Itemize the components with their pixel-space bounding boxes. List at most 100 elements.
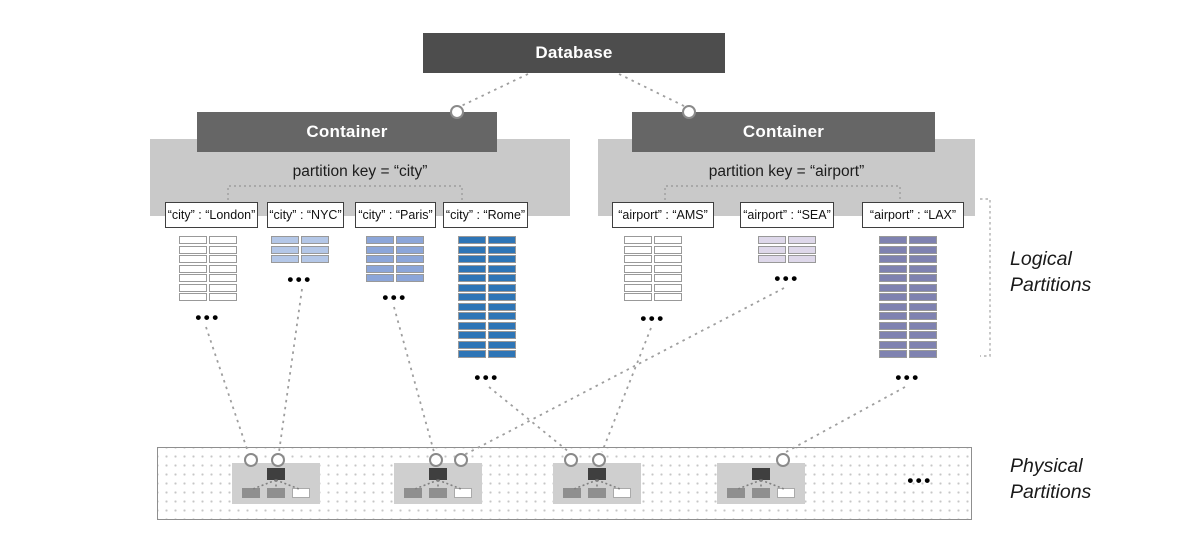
document-cell [458, 264, 486, 273]
document-cell [209, 264, 237, 273]
document-cell [654, 264, 682, 273]
physical-partition-cluster-3 [553, 463, 641, 504]
document-cell [879, 331, 907, 339]
physical-partition-cluster-2 [394, 463, 482, 504]
partition-label-paris: “city” : “Paris” [355, 202, 436, 228]
physical-partitions-label: Physical Partitions [1010, 455, 1092, 504]
logical-partitions-label: Logical Partitions [1010, 248, 1092, 297]
document-cell [758, 236, 786, 244]
document-cell [879, 312, 907, 320]
cluster-child-node-icon [727, 488, 745, 498]
document-cell [758, 255, 786, 263]
document-cell [366, 255, 394, 263]
document-cell [396, 255, 424, 263]
document-cell [301, 245, 329, 254]
document-cell [654, 283, 682, 292]
right-container-box: Container [632, 112, 935, 152]
document-cell [179, 274, 207, 282]
cluster-child-node-icon [429, 488, 447, 498]
document-cell [654, 255, 682, 263]
more-documents-ellipsis-nyc: ••• [287, 270, 313, 289]
document-cell [458, 274, 486, 282]
document-cell [209, 293, 237, 301]
document-cell [758, 245, 786, 254]
document-cell [366, 236, 394, 244]
document-cell [458, 312, 486, 320]
document-cell [488, 255, 516, 263]
more-documents-ellipsis-sea: ••• [774, 269, 800, 288]
document-cell [458, 350, 486, 358]
document-cell [879, 236, 907, 244]
document-cell [909, 236, 937, 244]
cluster-root-node-icon [267, 468, 285, 480]
document-cell [654, 245, 682, 254]
cluster-root-node-icon [752, 468, 770, 480]
document-cell [458, 302, 486, 311]
document-cell [271, 236, 299, 244]
document-cell [301, 236, 329, 244]
document-cell [209, 274, 237, 282]
document-cell [458, 245, 486, 254]
document-cell [879, 264, 907, 273]
document-cell [788, 255, 816, 263]
cluster-child-node-icon [404, 488, 422, 498]
partition-label-london: “city” : “London” [165, 202, 258, 228]
document-cell [396, 236, 424, 244]
document-cell [396, 274, 424, 282]
document-cell [458, 331, 486, 339]
document-cell [879, 274, 907, 282]
document-cell [624, 283, 652, 292]
document-cell [624, 236, 652, 244]
document-stack-nyc [271, 236, 329, 263]
document-cell [909, 283, 937, 292]
cluster-root-node-icon [588, 468, 606, 480]
document-cell [909, 293, 937, 301]
document-cell [788, 245, 816, 254]
document-cell [366, 274, 394, 282]
document-cell [879, 245, 907, 254]
document-cell [879, 302, 907, 311]
document-cell [366, 264, 394, 273]
document-cell [396, 245, 424, 254]
document-cell [271, 255, 299, 263]
more-documents-ellipsis-lax: ••• [895, 368, 921, 387]
document-cell [909, 302, 937, 311]
left-container-label: Container [306, 122, 388, 141]
document-cell [488, 350, 516, 358]
document-cell [179, 293, 207, 301]
more-documents-ellipsis-rome: ••• [474, 368, 500, 387]
document-cell [488, 302, 516, 311]
document-cell [879, 350, 907, 358]
document-cell [879, 340, 907, 349]
document-cell [909, 245, 937, 254]
document-cell [624, 245, 652, 254]
cluster-child-node-icon [267, 488, 285, 498]
document-cell [488, 264, 516, 273]
document-cell [458, 340, 486, 349]
cluster-child-node-icon [588, 488, 606, 498]
document-cell [654, 274, 682, 282]
partition-label-lax: “airport” : “LAX” [862, 202, 964, 228]
document-cell [301, 255, 329, 263]
document-stack-london [179, 236, 237, 301]
document-cell [909, 321, 937, 330]
document-stack-lax [879, 236, 937, 358]
database-label: Database [535, 43, 613, 62]
document-cell [879, 255, 907, 263]
document-cell [879, 321, 907, 330]
cluster-child-node-icon [752, 488, 770, 498]
document-cell [788, 236, 816, 244]
document-cell [909, 331, 937, 339]
document-cell [458, 283, 486, 292]
partition-label-ams: “airport” : “AMS” [612, 202, 714, 228]
document-cell [366, 245, 394, 254]
document-cell [209, 283, 237, 292]
document-cell [458, 236, 486, 244]
partition-label-nyc: “city” : “NYC” [267, 202, 344, 228]
document-cell [909, 350, 937, 358]
document-cell [488, 274, 516, 282]
document-cell [488, 283, 516, 292]
document-cell [179, 245, 207, 254]
document-cell [488, 245, 516, 254]
